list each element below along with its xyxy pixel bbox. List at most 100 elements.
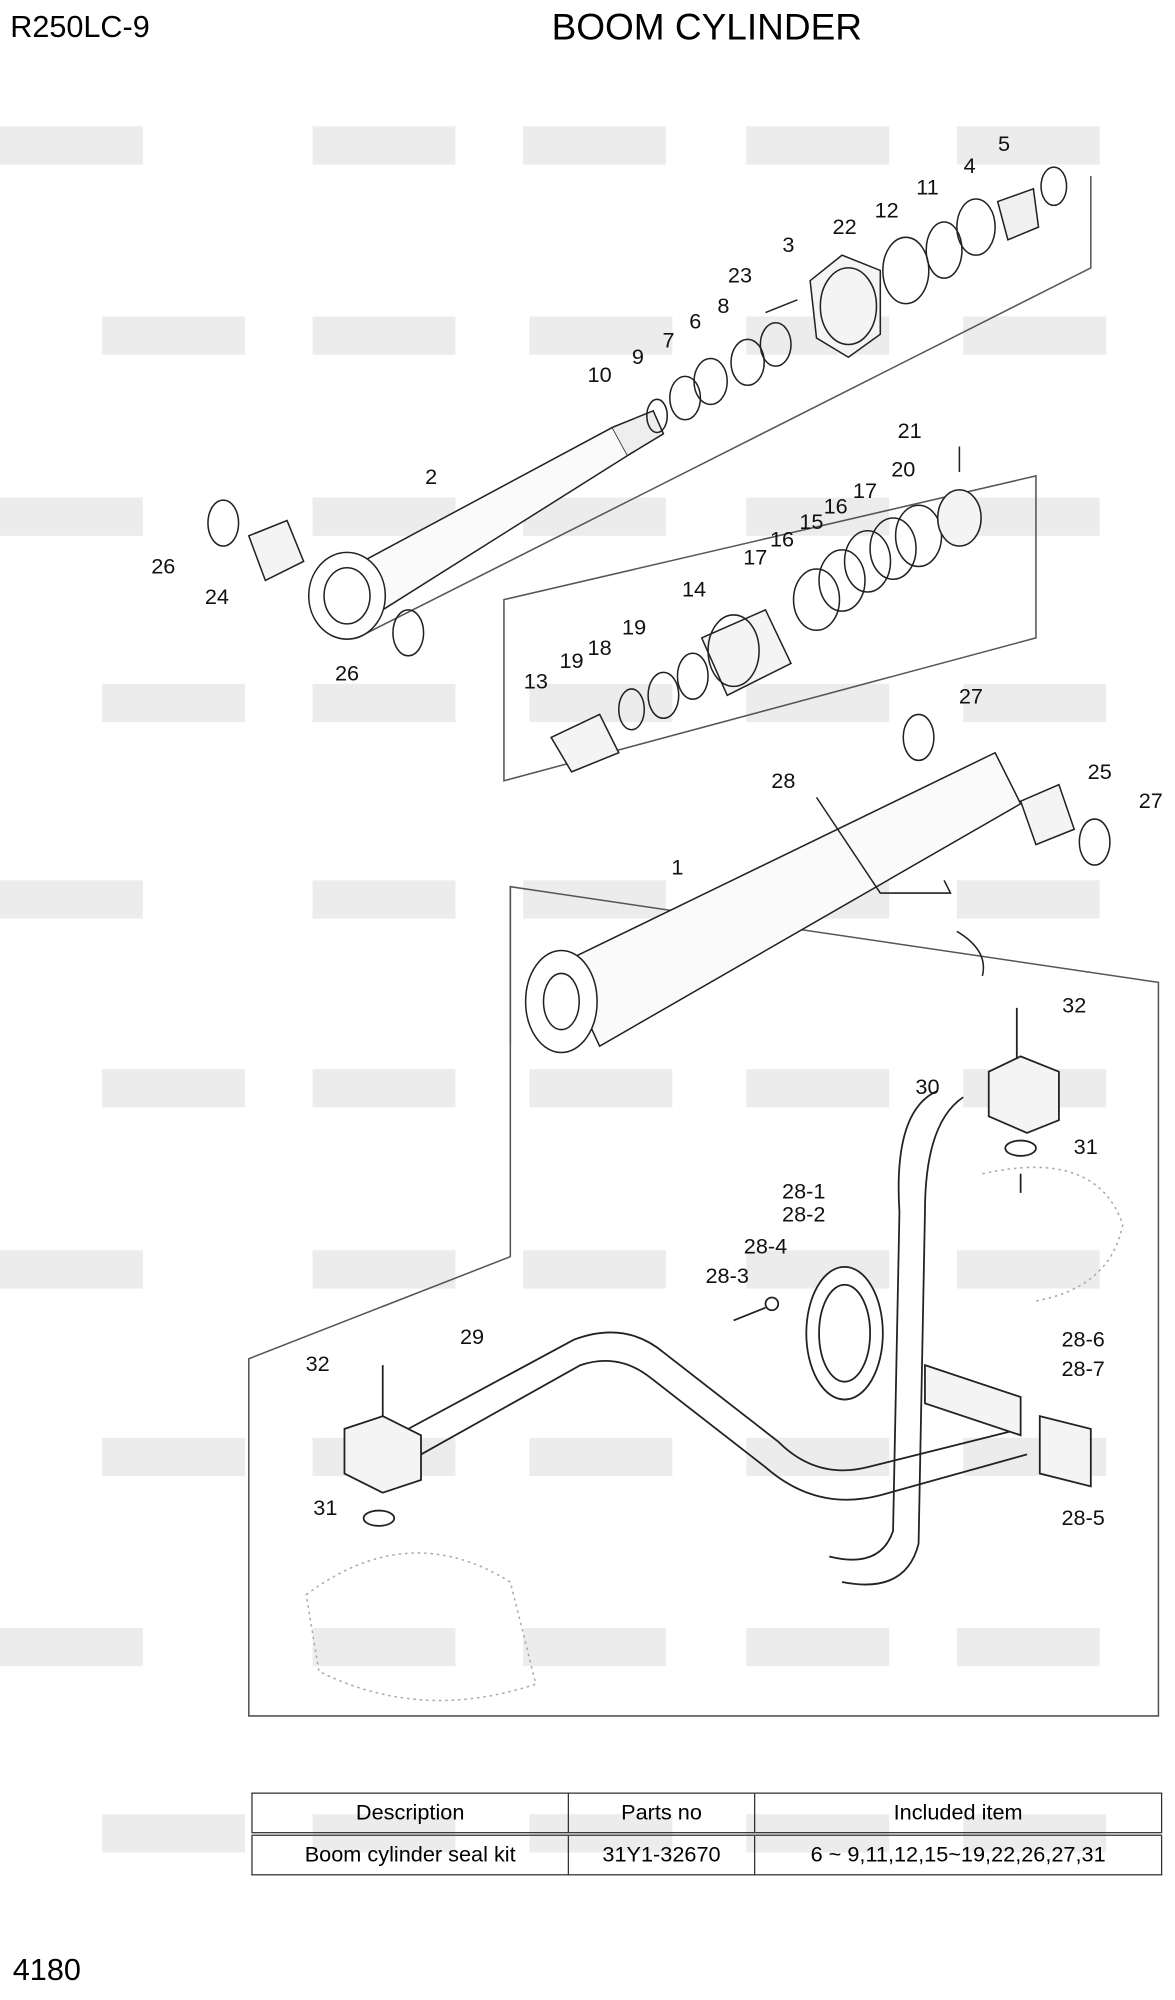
callout-label: 30 — [915, 1074, 940, 1100]
seal-rings — [646, 166, 1068, 434]
watermark — [529, 1437, 673, 1477]
watermark — [746, 1069, 890, 1108]
callout-label: 16 — [823, 494, 848, 519]
cell-parts-no: 31Y1-32670 — [567, 1833, 756, 1876]
watermark — [102, 683, 245, 723]
watermark — [0, 1627, 143, 1667]
column-header-parts-no: Parts no — [567, 1792, 756, 1836]
watermark — [746, 1437, 890, 1477]
callout-label: 31 — [313, 1495, 338, 1521]
callout-label: 26 — [151, 554, 176, 579]
callout-label: 28-1 — [782, 1179, 826, 1204]
watermark — [0, 880, 143, 919]
rod-cover-part — [765, 254, 882, 359]
callout-label: 19 — [559, 648, 584, 673]
watermark — [0, 497, 143, 536]
callout-label: 16 — [769, 527, 795, 552]
group-frame-piston — [503, 474, 1037, 782]
callout-label: 17 — [852, 479, 878, 504]
piston-rod-part — [307, 409, 665, 640]
model-name: R250LC-9 — [10, 10, 150, 45]
callout-label: 10 — [587, 362, 612, 388]
watermark — [956, 1250, 1100, 1289]
watermark — [956, 1627, 1100, 1667]
watermark — [102, 1069, 245, 1108]
watermark — [963, 316, 1107, 355]
column-header-included-item: Included item — [753, 1792, 1163, 1836]
callout-label: 25 — [1087, 759, 1112, 784]
watermark — [746, 497, 890, 536]
cell-included-item: 6 ~ 9,11,12,15~19,22,26,27,31 — [753, 1833, 1163, 1876]
group-frame-rod — [356, 176, 1092, 639]
callout-label: 7 — [662, 328, 675, 353]
watermark — [963, 683, 1107, 723]
watermark — [529, 1069, 673, 1108]
watermark — [312, 316, 456, 355]
callout-label: 3 — [782, 232, 795, 258]
watermark — [312, 1069, 456, 1108]
watermark — [523, 1627, 666, 1667]
callout-label: 28-7 — [1061, 1356, 1105, 1382]
watermark — [102, 316, 245, 355]
callout-label: 20 — [891, 457, 916, 482]
callout-label: 28-3 — [705, 1263, 749, 1288]
watermark — [312, 1250, 456, 1289]
callout-label: 27 — [958, 684, 983, 709]
callout-label: 26 — [334, 661, 360, 686]
watermark — [102, 1437, 245, 1477]
seal-kit-table: Description Parts no Included item Boom … — [251, 1792, 1163, 1876]
watermark — [523, 126, 666, 165]
watermark — [529, 316, 673, 355]
callout-label: 27 — [1138, 789, 1163, 814]
callout-label: 24 — [204, 584, 229, 610]
callout-label: 32 — [305, 1351, 330, 1376]
callout-label: 13 — [523, 669, 548, 694]
callout-label: 2 — [425, 465, 438, 490]
callout-label: 17 — [743, 545, 768, 570]
watermark — [0, 126, 143, 165]
callout-label: 31 — [1073, 1134, 1098, 1160]
watermark — [523, 1250, 666, 1289]
group-frame-tube — [248, 885, 1160, 1717]
watermark — [0, 1250, 143, 1289]
callout-label: 21 — [897, 419, 922, 444]
watermark — [312, 126, 456, 165]
watermark — [956, 880, 1100, 919]
watermark — [746, 1627, 890, 1667]
callout-label: 22 — [832, 214, 857, 240]
callout-label: 15 — [799, 509, 824, 534]
callout-label: 18 — [587, 635, 612, 661]
column-header-description: Description — [251, 1792, 570, 1836]
callout-label: 28-5 — [1061, 1506, 1105, 1531]
callout-label: 1 — [671, 855, 684, 880]
cylinder-tube-part — [524, 713, 1111, 1054]
callout-label: 23 — [727, 263, 753, 288]
page-number: 4180 — [12, 1953, 81, 1988]
page-title: BOOM CYLINDER — [551, 7, 863, 49]
callout-label: 28 — [771, 768, 796, 793]
callout-label: 11 — [916, 175, 939, 200]
callout-label: 14 — [681, 577, 707, 602]
watermark — [312, 683, 456, 723]
callout-label: 32 — [1062, 993, 1087, 1018]
callout-label: 9 — [631, 345, 644, 370]
callout-label: 12 — [874, 198, 899, 223]
callout-label: 6 — [689, 309, 702, 334]
piston-part — [550, 446, 982, 773]
watermark — [746, 126, 890, 165]
callout-label: 28-6 — [1061, 1327, 1105, 1352]
watermark — [312, 1627, 456, 1667]
callout-label: 8 — [717, 294, 730, 319]
callout-label: 5 — [998, 132, 1011, 157]
watermark — [312, 880, 456, 919]
callout-label: 28-4 — [743, 1234, 788, 1259]
callout-label: 19 — [622, 615, 647, 640]
callout-label: 28-2 — [782, 1202, 826, 1227]
callout-label: 29 — [459, 1324, 485, 1350]
pipe-assembly — [343, 1007, 1092, 1586]
watermark — [102, 1814, 245, 1853]
cell-description: Boom cylinder seal kit — [251, 1833, 570, 1876]
callout-label: 4 — [963, 153, 976, 178]
